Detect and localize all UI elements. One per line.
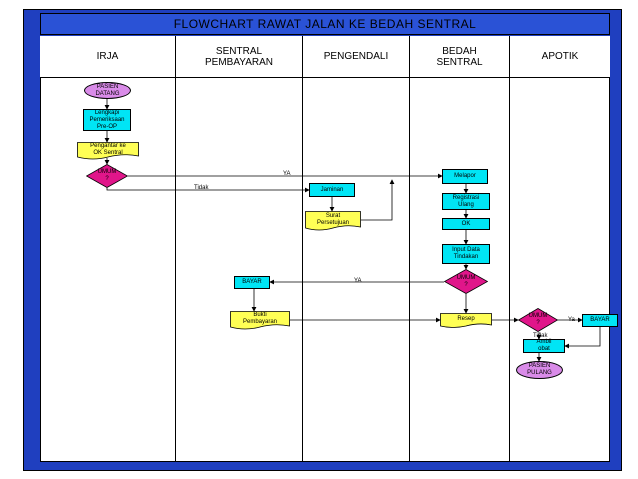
node-umum-decision-1-label: UMUM ? bbox=[97, 169, 117, 182]
lane-pengendali bbox=[303, 78, 410, 462]
node-input-data-tindakan: Input Data Tindakan bbox=[442, 244, 490, 264]
diamond-shape bbox=[86, 164, 128, 188]
node-jaminan: Jaminan bbox=[309, 183, 355, 197]
node-umum-decision-1: UMUM ? bbox=[86, 164, 128, 188]
node-umum-decision-2-label: UMUM ? bbox=[456, 274, 476, 288]
lane-bedah-sentral bbox=[410, 78, 510, 462]
lane-header-pengendali: PENGENDALI bbox=[303, 36, 410, 78]
edge-label-ya-1: YA bbox=[283, 171, 291, 177]
document-shape bbox=[230, 311, 290, 330]
edge-umum-jaminan bbox=[106, 187, 310, 193]
node-ok: OK bbox=[442, 218, 490, 230]
lane-header-apotik: APOTIK bbox=[510, 36, 610, 78]
node-resep: Resep bbox=[440, 313, 492, 328]
lane-sentral-pembayaran bbox=[176, 78, 303, 462]
node-bayar-sentral: BAYAR bbox=[234, 276, 270, 289]
node-pasien-pulang: PASIEN PULANG bbox=[516, 361, 563, 379]
node-umum-decision-3-label: UMUM ? bbox=[528, 313, 548, 326]
node-pasien-datang: PASIEN DATANG bbox=[84, 82, 131, 99]
node-bayar-apotik: BAYAR bbox=[582, 314, 618, 327]
edge-label-ya-3: Ya bbox=[568, 317, 575, 323]
edge-label-ya-2: YA bbox=[354, 278, 362, 284]
edge-bayar2-ambil bbox=[564, 327, 601, 349]
node-surat-persetujuan: Surat Persetujuan bbox=[305, 211, 361, 232]
node-umum-decision-3: UMUM ? bbox=[518, 308, 558, 332]
edge-label-tidak-1: Tidak bbox=[194, 185, 209, 191]
lane-header-bedah-sentral: BEDAH SENTRAL bbox=[410, 36, 510, 78]
diamond-shape bbox=[518, 308, 558, 332]
document-shape bbox=[440, 313, 492, 328]
swimlane-area bbox=[40, 36, 610, 462]
node-registrasi-ulang: Registrasi Ulang bbox=[442, 193, 490, 210]
node-melapor: Melapor bbox=[442, 169, 488, 184]
node-umum-decision-2: UMUM ? bbox=[444, 269, 488, 294]
node-surat-persetujuan-label: Surat Persetujuan bbox=[316, 212, 350, 226]
diagram-title: FLOWCHART RAWAT JALAN KE BEDAH SENTRAL bbox=[40, 13, 610, 35]
edge-surat-melapor bbox=[361, 179, 395, 221]
node-lengkapi-pemeriksaan: Lengkapi Pemeriksaan Pre-OP bbox=[83, 109, 131, 131]
node-pengantar-ok: Pengantar ke OK Sentral bbox=[77, 142, 139, 160]
diamond-shape bbox=[444, 269, 488, 294]
lane-header-sentral-pembayaran: SENTRAL PEMBAYARAN bbox=[176, 36, 303, 78]
node-resep-label: Resep bbox=[457, 315, 475, 322]
node-bukti-pembayaran: Bukti Pembayaran bbox=[230, 311, 290, 330]
edge-label-tidak-3: Tidak bbox=[533, 333, 548, 339]
document-shape bbox=[305, 211, 361, 231]
lane-irja bbox=[40, 78, 176, 462]
node-pengantar-ok-label: Pengantar ke OK Sentral bbox=[90, 142, 126, 156]
node-bukti-pembayaran-label: Bukti Pembayaran bbox=[242, 312, 278, 326]
node-ambil-obat: Ambil obat bbox=[523, 339, 565, 353]
document-shape bbox=[77, 142, 139, 160]
lane-header-irja: IRJA bbox=[40, 36, 176, 78]
